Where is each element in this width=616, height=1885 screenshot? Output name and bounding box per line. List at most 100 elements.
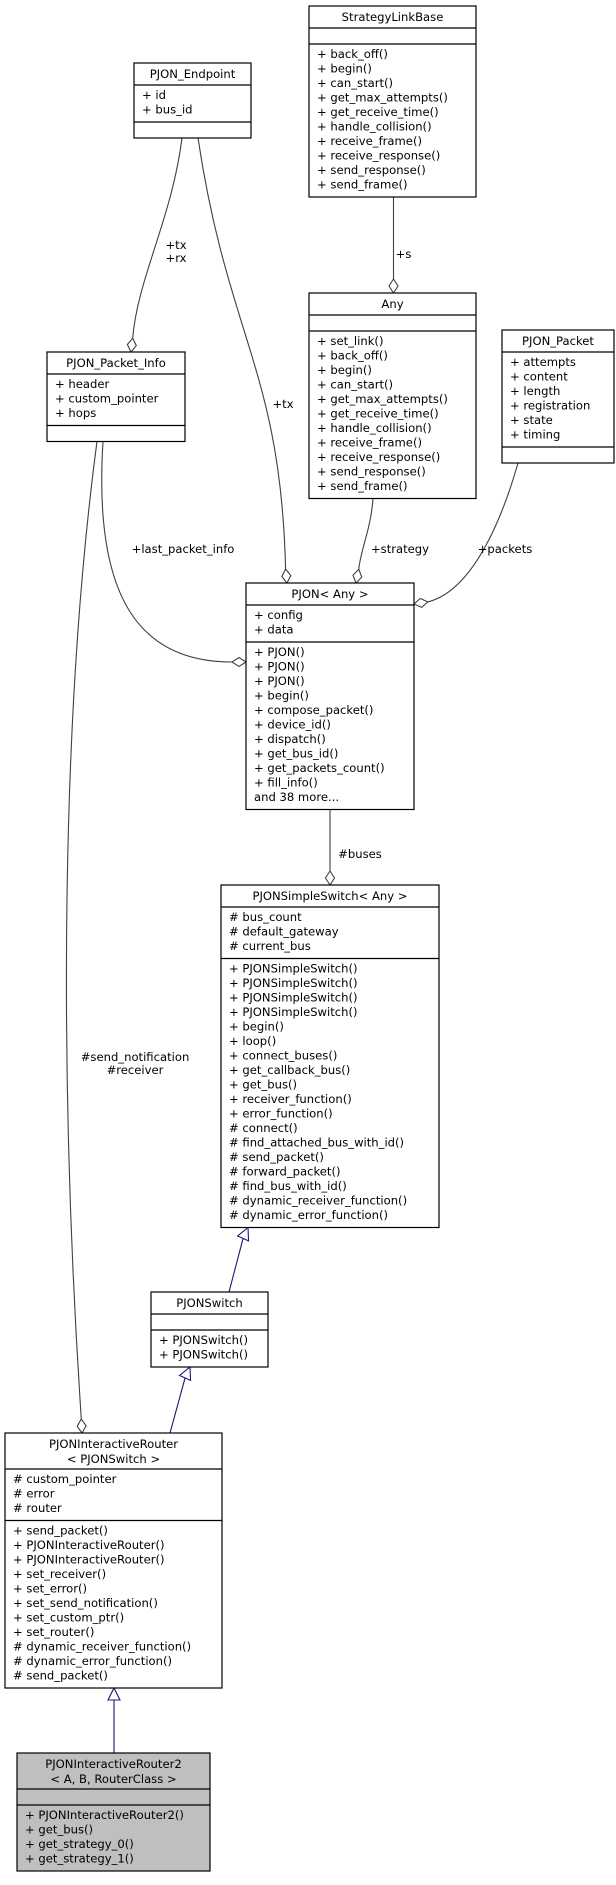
edge-inherit-pjonswitch [228, 1238, 244, 1293]
class-box [46, 351, 186, 443]
class-method: + PJONSwitch() [159, 1348, 248, 1362]
class-attribute: # current_bus [229, 939, 311, 953]
class-method: + get_receive_time() [317, 407, 439, 421]
class-attribute: # default_gateway [229, 925, 339, 939]
class-method: + receiver_function() [229, 1092, 352, 1106]
class-method: + get_strategy_0() [25, 1837, 134, 1851]
class-method: + PJONSimpleSwitch() [229, 1005, 358, 1019]
class-method: # dynamic_error_function() [229, 1208, 388, 1222]
class-pjoninteractiverouter[interactable]: PJONInteractiveRouter< PJONSwitch > # cus… [4, 1432, 223, 1689]
class-attribute: + registration [510, 399, 590, 413]
class-method: # find_bus_with_id() [229, 1179, 347, 1193]
class-method: + begin() [254, 689, 309, 703]
edge-label-tx: +tx [272, 397, 293, 411]
aggregation-diamond [388, 277, 399, 295]
class-attribute: # custom_pointer [13, 1472, 117, 1486]
class-method: + begin() [317, 363, 372, 377]
class-attribute: + state [510, 413, 553, 427]
class-pjon-packet-info[interactable]: PJON_Packet_Info+ header+ custom_pointer… [46, 351, 186, 443]
class-pjonswitch[interactable]: PJONSwitch+ PJONSwitch()+ PJONSwitch() [150, 1291, 269, 1368]
class-attribute: + header [55, 377, 109, 391]
aggregation-diamond [126, 337, 137, 354]
class-attribute: # bus_count [229, 910, 302, 924]
class-method: + send_packet() [13, 1524, 108, 1538]
class-method: # forward_packet() [229, 1165, 341, 1179]
class-method: + get_bus_id() [254, 747, 338, 761]
class-method: + can_start() [317, 378, 393, 392]
class-method: + get_max_attempts() [317, 91, 448, 105]
class-box [133, 62, 252, 139]
edge-label-s: +s [396, 247, 412, 261]
edge-label-last-packet-info: +last_packet_info [132, 542, 235, 556]
class-method: + set_send_notification() [13, 1596, 158, 1610]
edge-inherit-interactiverouter [169, 1377, 186, 1434]
diagram-classes: StrategyLinkBase+ back_off()+ begin()+ c… [4, 5, 615, 1872]
class-attribute: + hops [55, 406, 96, 420]
edge-packets [427, 462, 519, 603]
class-pjoninteractiverouter2[interactable]: PJONInteractiveRouter2< A, B, RouterClas… [16, 1752, 211, 1872]
edge-label-strategy: +strategy [371, 542, 429, 556]
edge-label-tx-rx: +rx [165, 251, 186, 265]
class-name: PJONInteractiveRouter2 [45, 1757, 181, 1771]
class-name: PJONSwitch [176, 1296, 243, 1310]
inheritance-arrow [107, 1686, 121, 1701]
class-name: PJON_Endpoint [150, 67, 236, 81]
class-method: + get_callback_bus() [229, 1063, 350, 1077]
class-method: + compose_packet() [254, 703, 373, 717]
edge-label-packets: +packets [478, 542, 533, 556]
diagram-edges [65, 137, 519, 1753]
class-method: + receive_response() [317, 149, 440, 163]
aggregation-diamond [230, 656, 248, 668]
class-name: PJONInteractiveRouter [49, 1437, 178, 1451]
class-method: + PJONInteractiveRouter() [13, 1538, 165, 1552]
class-method: + send_response() [317, 465, 426, 479]
class-method: + receive_frame() [317, 134, 422, 148]
class-method: + back_off() [317, 349, 388, 363]
class-name: PJON_Packet [522, 334, 594, 348]
class-method: + handle_collision() [317, 421, 432, 435]
class-attribute: + attempts [510, 355, 576, 369]
class-pjon-endpoint[interactable]: PJON_Endpoint+ id+ bus_id [133, 62, 252, 139]
class-name-template: < A, B, RouterClass > [50, 1772, 176, 1786]
class-pjonsimpleswitch[interactable]: PJONSimpleSwitch< Any > # bus_count# defa… [220, 884, 440, 1229]
edge-label-send-notification-receiver: #send_notification [81, 1050, 190, 1064]
class-pjon-any[interactable]: PJON< Any >+ config+ data+ PJON()+ PJON(… [245, 582, 415, 811]
class-method: and 38 more... [254, 790, 339, 804]
class-method: + PJON() [254, 660, 305, 674]
class-method: # connect() [229, 1121, 298, 1135]
class-method: + PJONSimpleSwitch() [229, 991, 358, 1005]
edge-label-buses: #buses [338, 847, 382, 861]
class-name: PJON< Any > [291, 587, 368, 601]
class-name: PJON_Packet_Info [66, 356, 166, 370]
class-method: + get_max_attempts() [317, 392, 448, 406]
class-method: + send_frame() [317, 178, 408, 192]
class-pjon-packet[interactable]: PJON_Packet+ attempts+ content+ length+ … [501, 329, 615, 464]
class-method: + send_frame() [317, 479, 408, 493]
class-method: # find_attached_bus_with_id() [229, 1136, 404, 1150]
class-method: # dynamic_error_function() [13, 1654, 172, 1668]
class-method: + set_link() [317, 334, 383, 348]
class-method: + set_router() [13, 1625, 94, 1639]
class-method: # send_packet() [229, 1150, 324, 1164]
aggregation-diamond [281, 568, 292, 585]
class-box [308, 292, 477, 500]
edge-tx [197, 137, 287, 570]
class-strategylinkbase[interactable]: StrategyLinkBase+ back_off()+ begin()+ c… [308, 5, 477, 198]
class-method: # dynamic_receiver_function() [13, 1640, 191, 1654]
class-attribute: + config [254, 608, 303, 622]
class-box [220, 884, 440, 1229]
class-method: + handle_collision() [317, 120, 432, 134]
class-method: + PJONInteractiveRouter2() [25, 1808, 184, 1822]
edge-strategy [358, 498, 374, 570]
class-attribute: + bus_id [142, 103, 193, 117]
class-method: + PJONSimpleSwitch() [229, 962, 358, 976]
class-method: + PJONInteractiveRouter() [13, 1553, 165, 1567]
aggregation-diamond [324, 869, 336, 887]
class-method: + connect_buses() [229, 1049, 337, 1063]
class-method: + receive_response() [317, 450, 440, 464]
class-name-template: < PJONSwitch > [67, 1452, 160, 1466]
class-any[interactable]: Any+ set_link()+ back_off()+ begin()+ ca… [308, 292, 477, 500]
class-name: PJONSimpleSwitch< Any > [252, 889, 407, 903]
diagram-edge-labels: +s+tx+rx+tx+last_packet_info+strategy+pa… [81, 238, 533, 1077]
